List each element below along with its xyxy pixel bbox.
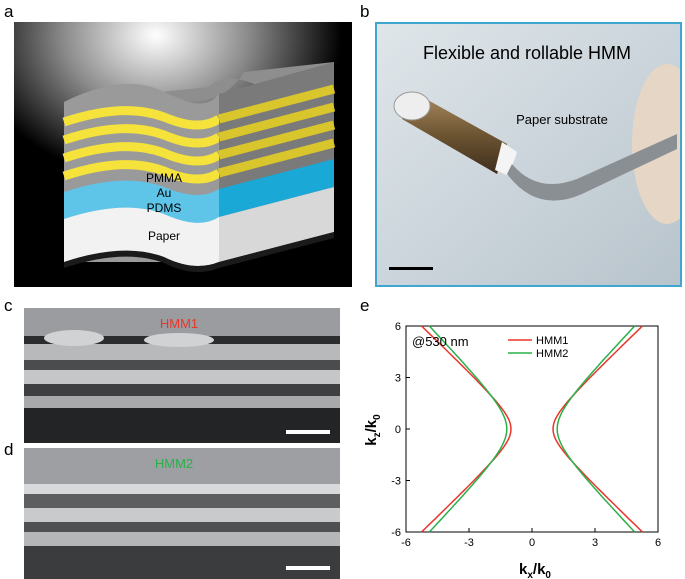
paper-label: Paper bbox=[148, 229, 180, 243]
panel-label-c: c bbox=[4, 296, 13, 316]
curve-hmm2-right bbox=[557, 326, 635, 532]
y-tick-label: 0 bbox=[395, 424, 401, 436]
scale-bar-c bbox=[286, 430, 330, 434]
hmm2-sem-label: HMM2 bbox=[155, 456, 193, 471]
wavelength-annotation: @530 nm bbox=[412, 334, 469, 349]
photo-title: Flexible and rollable HMM bbox=[423, 43, 631, 63]
scale-bar bbox=[389, 267, 433, 270]
hmm1-sem-label: HMM1 bbox=[160, 316, 198, 331]
svg-text:kx/k0: kx/k0 bbox=[519, 561, 551, 579]
svg-text:kz/k0: kz/k0 bbox=[363, 414, 383, 446]
pmma-label: PMMA bbox=[146, 171, 182, 185]
x-tick-label: 0 bbox=[529, 537, 535, 549]
layer-stack-illustration: PMMA Au PDMS Paper bbox=[14, 22, 352, 287]
sem-image-hmm1: HMM1 bbox=[24, 308, 340, 443]
legend: HMM1 HMM2 bbox=[508, 335, 568, 360]
plot-frame bbox=[406, 326, 658, 532]
legend-label-hmm1: HMM1 bbox=[536, 335, 568, 347]
panel-label-b: b bbox=[360, 2, 369, 22]
panel-label-a: a bbox=[4, 2, 13, 22]
x-tick-label: 6 bbox=[655, 537, 661, 549]
rollable-hmm-photo: Flexible and rollable HMM Paper substrat… bbox=[375, 22, 682, 287]
y-tick-label: -3 bbox=[391, 476, 401, 488]
sem-hmm2-svg: HMM2 bbox=[24, 448, 340, 579]
y-tick-label: -6 bbox=[391, 527, 401, 539]
layer-stack-svg: PMMA Au PDMS Paper bbox=[14, 22, 352, 287]
curve-hmm2-left bbox=[429, 326, 507, 532]
photo-svg: Flexible and rollable HMM Paper substrat… bbox=[377, 24, 680, 285]
sem-hmm1-svg: HMM1 bbox=[24, 308, 340, 443]
x-tick-label: -6 bbox=[401, 537, 411, 549]
x-axis-label: kx/k0 bbox=[519, 561, 551, 579]
au-label: Au bbox=[157, 186, 172, 200]
scale-bar-d bbox=[286, 566, 330, 570]
y-axis-label: kz/k0 bbox=[363, 414, 383, 446]
curve-hmm1-left bbox=[422, 326, 512, 532]
panel-label-d: d bbox=[4, 440, 13, 460]
substrate-label: Paper substrate bbox=[516, 112, 608, 127]
y-tick-label: 6 bbox=[395, 321, 401, 333]
x-tick-label: 3 bbox=[592, 537, 598, 549]
y-tick-label: 3 bbox=[395, 373, 401, 385]
pdms-label: PDMS bbox=[147, 201, 182, 215]
legend-label-hmm2: HMM2 bbox=[536, 348, 568, 360]
x-tick-label: -3 bbox=[464, 537, 474, 549]
sem-image-hmm2: HMM2 bbox=[24, 448, 340, 579]
